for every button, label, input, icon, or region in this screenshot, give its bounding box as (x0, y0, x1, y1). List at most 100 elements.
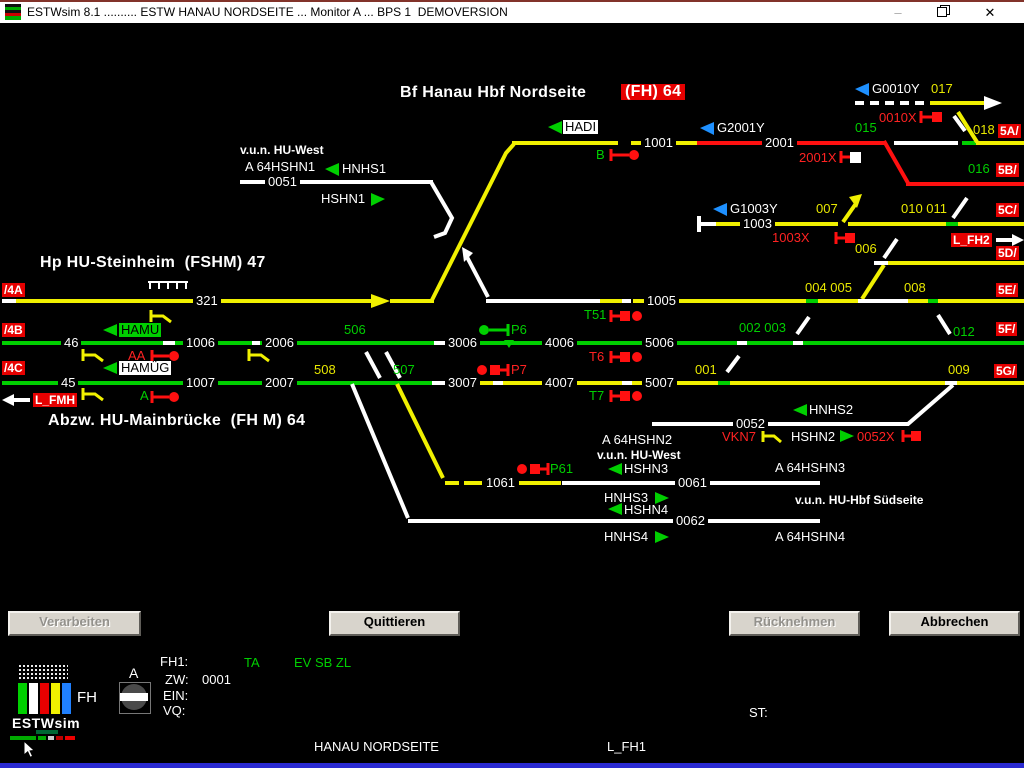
label-015[interactable]: 015 (855, 120, 877, 135)
label-2001: 2001 (762, 136, 797, 150)
label-t7[interactable]: T7 (589, 388, 605, 403)
minimize-button[interactable]: – (894, 5, 902, 20)
white-arrows (2, 96, 1024, 406)
signal-0010x (919, 111, 942, 123)
label-t51[interactable]: T51 (584, 307, 607, 322)
label-2001x[interactable]: 2001X (799, 150, 837, 165)
quittieren-button[interactable]: Quittieren (329, 611, 460, 636)
badge-5g[interactable]: 5G/ (994, 364, 1018, 378)
signal-vkn7 (761, 430, 782, 444)
label-g1003y: G1003Y (730, 201, 778, 216)
logo-bar-blue (62, 683, 71, 714)
g1003y-left-triangle-icon (713, 203, 727, 216)
red-signals[interactable] (150, 111, 942, 475)
label-hshn3[interactable]: HSHN3 (624, 461, 669, 476)
label-aa[interactable]: AA (128, 348, 146, 363)
route-arrow-321[interactable] (371, 294, 390, 308)
label-hshn2[interactable]: HSHN2 (791, 429, 836, 444)
close-button[interactable]: ✕ (984, 5, 996, 20)
label-002-003[interactable]: 002 003 (739, 320, 786, 335)
badge-l-fmh[interactable]: L_FMH (33, 393, 77, 407)
label-t6[interactable]: T6 (589, 349, 605, 364)
label-017[interactable]: 017 (931, 81, 953, 96)
label-012[interactable]: 012 (953, 324, 975, 339)
label-009[interactable]: 009 (948, 362, 970, 377)
badge-5d[interactable]: 5D/ (996, 246, 1019, 260)
exit-arrow-0010[interactable] (984, 96, 1002, 110)
label-1003x[interactable]: 1003X (772, 230, 810, 245)
label-006[interactable]: 006 (855, 241, 877, 256)
abzw-mainbruecke-title: Abzw. HU-Mainbrücke (FH M) 64 (48, 412, 306, 429)
signal-aa (150, 350, 179, 362)
badge-l-fh2[interactable]: L_FH2 (951, 233, 992, 247)
label-hadi[interactable]: HADI (563, 119, 599, 134)
badge-5e[interactable]: 5E/ (996, 283, 1019, 297)
fh1-ta-flag: TA (244, 655, 260, 670)
label-hshn4[interactable]: HSHN4 (624, 502, 669, 517)
route-arrow-1005[interactable] (462, 247, 473, 262)
label-1005: 1005 (644, 294, 679, 308)
restore-button[interactable] (928, 3, 958, 22)
hshn2-right-triangle-icon (840, 430, 854, 442)
label-signal-b[interactable]: B (596, 147, 605, 162)
station-title: Bf Hanau Hbf Nordseite (400, 84, 587, 101)
label-0052x[interactable]: 0052X (857, 429, 895, 444)
white-tracks[interactable] (2, 101, 1012, 523)
badge-4a[interactable]: /4A (2, 283, 25, 297)
label-vkn7[interactable]: VKN7 (722, 429, 756, 444)
label-hnhs3[interactable]: HNHS3 (604, 490, 649, 505)
route-arrow-007[interactable] (849, 194, 862, 208)
label-016[interactable]: 016 (968, 161, 990, 176)
label-007[interactable]: 007 (816, 201, 838, 216)
badge-4c[interactable]: /4C (2, 361, 25, 375)
label-506[interactable]: 506 (344, 322, 366, 337)
badge-4b[interactable]: /4B (2, 323, 25, 337)
verarbeiten-button[interactable]: Verarbeiten (8, 611, 141, 636)
label-3007: 3007 (445, 376, 480, 390)
logo-bar-green (18, 683, 27, 714)
selector-a-icon[interactable] (119, 682, 151, 714)
signal-t51 (609, 310, 642, 322)
label-signal-a[interactable]: A (140, 388, 149, 403)
ruecknehmen-button[interactable]: Rücknehmen (729, 611, 860, 636)
label-018[interactable]: 018 (973, 122, 995, 137)
signal-p6[interactable] (479, 324, 510, 336)
label-321: 321 (193, 294, 221, 308)
platform-symbol (148, 281, 188, 289)
label-hamu[interactable]: HAMU (119, 322, 162, 337)
label-hnhs1[interactable]: HNHS1 (342, 161, 387, 176)
label-008[interactable]: 008 (904, 280, 926, 295)
label-hnhs4[interactable]: HNHS4 (604, 529, 649, 544)
hp-steinheim-title: Hp HU-Steinheim (FSHM) 47 (40, 254, 266, 271)
label-45: 45 (58, 376, 79, 390)
label-507[interactable]: 507 (393, 362, 415, 377)
label-p6[interactable]: P6 (511, 322, 527, 337)
label-vun-hu-hbf-suedseite: v.u.n. HU-Hbf Südseite (795, 493, 924, 507)
exit-arrow-l-fmh[interactable] (2, 394, 14, 406)
badge-5a[interactable]: 5A/ (998, 124, 1021, 138)
label-001[interactable]: 001 (695, 362, 717, 377)
exit-arrow-l-fh2[interactable] (1012, 234, 1024, 246)
blue-direction-triangles (700, 83, 869, 216)
restore-icon (937, 7, 947, 17)
signal-2001x (839, 151, 861, 163)
top-edge-line (0, 0, 1024, 2)
label-hamueg[interactable]: HAMÜG (119, 360, 172, 375)
vq-label: VQ: (163, 703, 186, 718)
bottom-taskbar-edge (0, 763, 1024, 768)
label-hnhs2[interactable]: HNHS2 (809, 402, 854, 417)
label-p61[interactable]: P61 (550, 461, 574, 476)
label-010-011[interactable]: 010 011 (901, 201, 948, 216)
label-0010x[interactable]: 0010X (879, 110, 917, 125)
abbrechen-button[interactable]: Abbrechen (889, 611, 1020, 636)
label-508[interactable]: 508 (314, 362, 336, 377)
label-hshn1[interactable]: HSHN1 (321, 191, 366, 206)
selector-band-icon (120, 693, 148, 701)
logo-mini-track (36, 730, 58, 734)
label-p7[interactable]: P7 (511, 362, 527, 377)
shunt-signals[interactable] (81, 310, 782, 444)
label-004-005[interactable]: 004 005 (805, 280, 852, 295)
badge-5b[interactable]: 5B/ (996, 163, 1019, 177)
badge-5f[interactable]: 5F/ (996, 322, 1018, 336)
badge-5c[interactable]: 5C/ (996, 203, 1019, 217)
